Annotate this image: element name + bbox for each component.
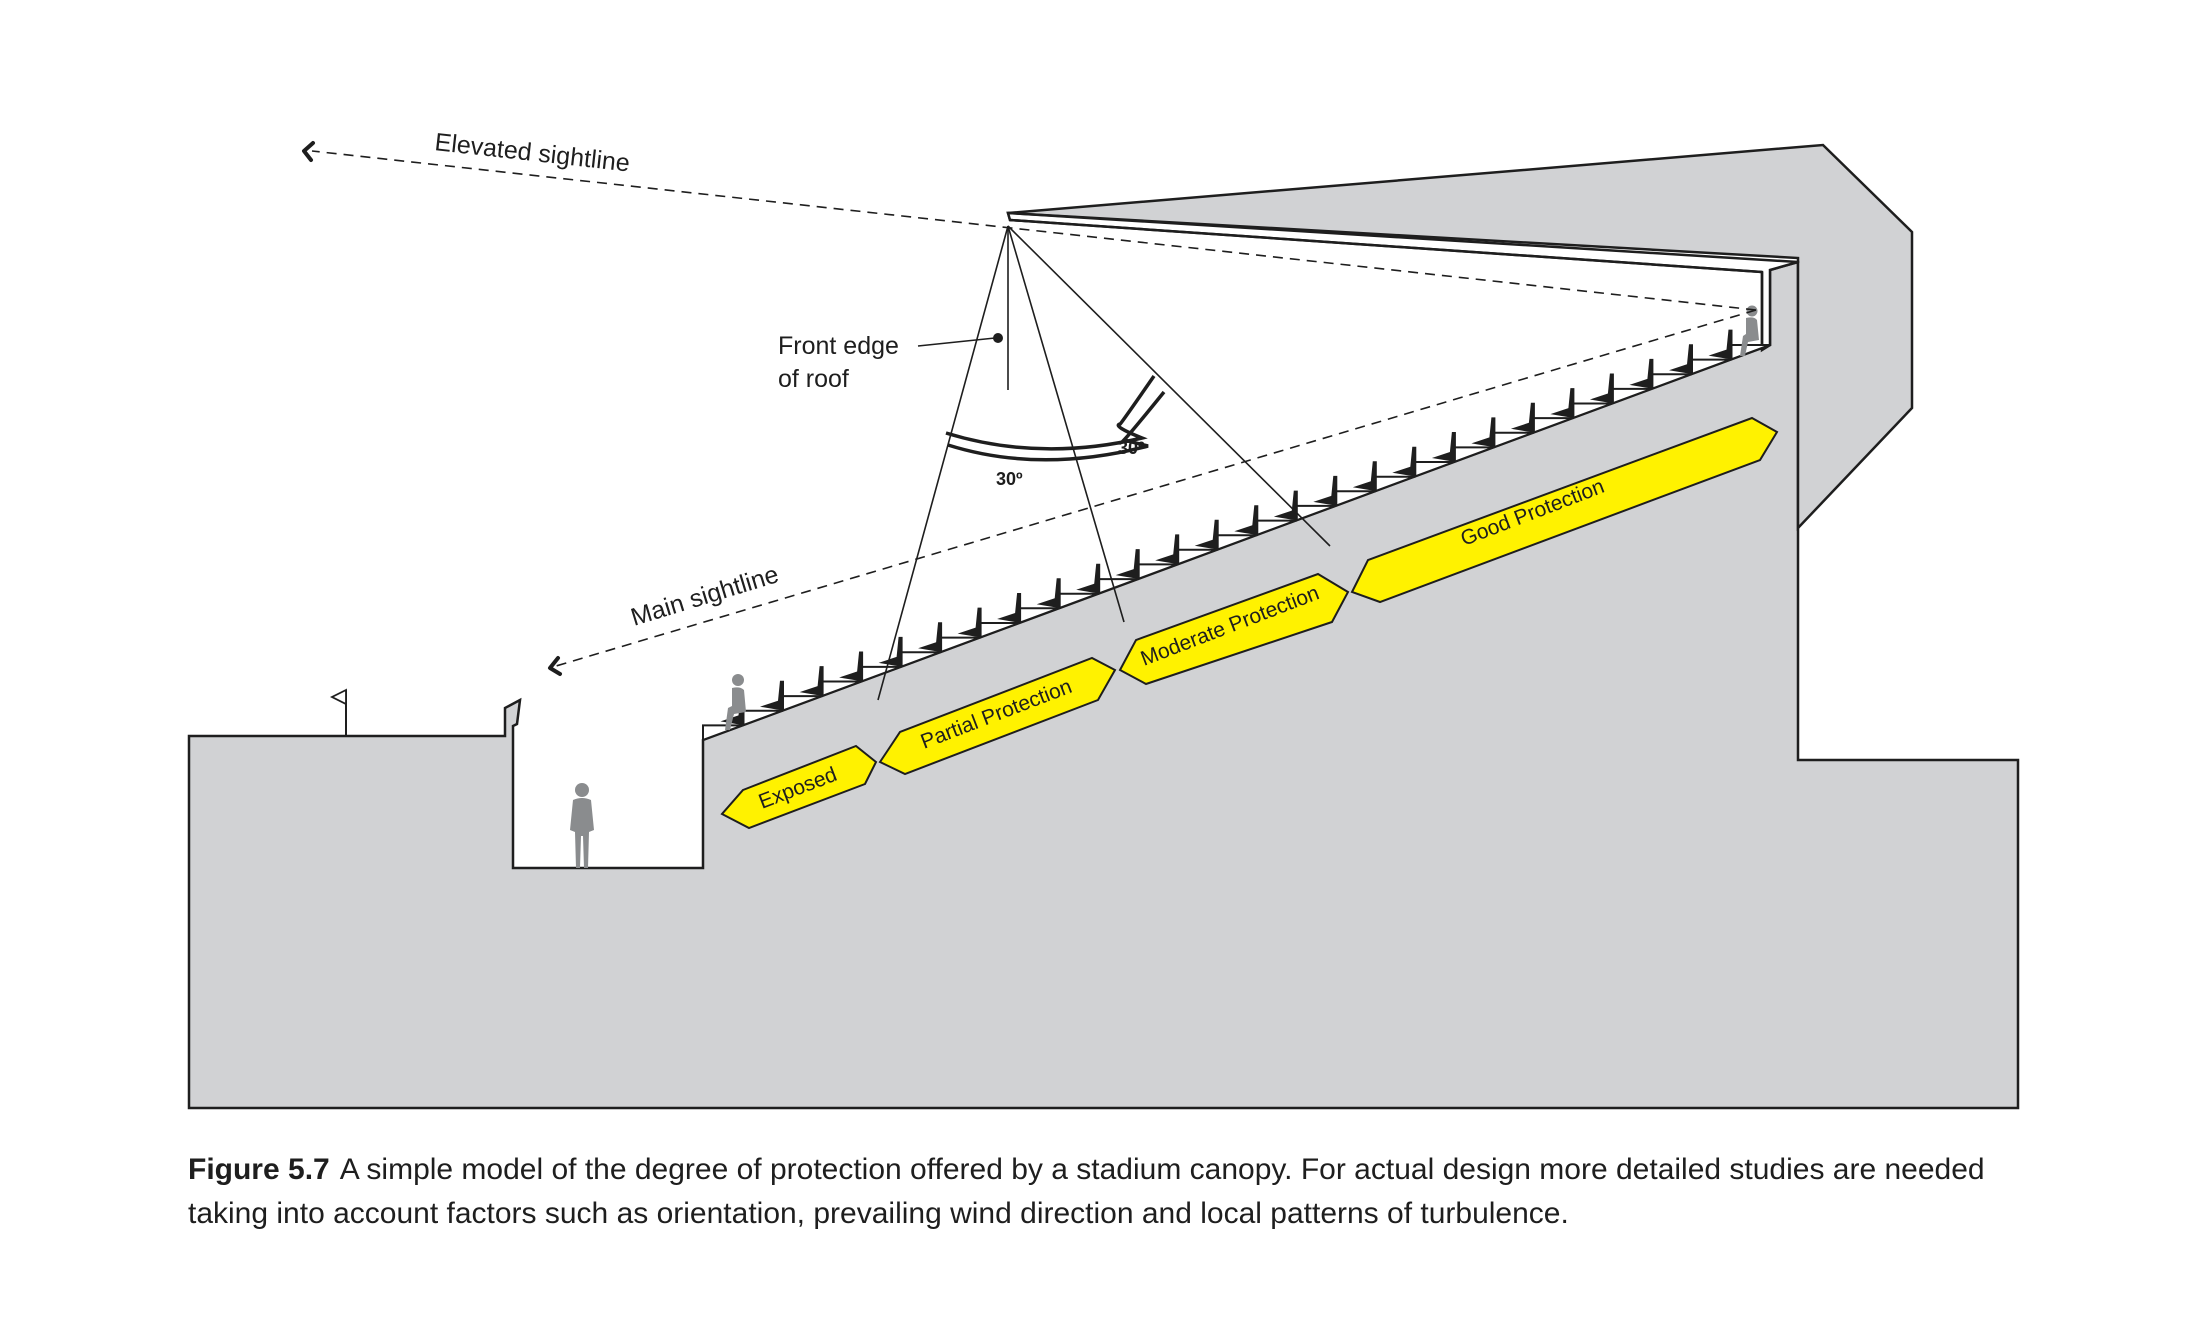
seat-icon bbox=[1115, 549, 1140, 580]
protection-rays bbox=[877, 225, 1331, 701]
main-sightline bbox=[555, 309, 1757, 667]
front-edge-label-line1: Front edge bbox=[778, 332, 899, 360]
seat-icon bbox=[799, 666, 824, 697]
caption-text: A simple model of the degree of protecti… bbox=[188, 1153, 1985, 1230]
seat-icon bbox=[1076, 563, 1101, 594]
seat-icon bbox=[1669, 344, 1693, 375]
seat-icon bbox=[1155, 534, 1180, 565]
seat-icon bbox=[1708, 329, 1733, 360]
protection-zones bbox=[720, 416, 1779, 830]
zone-good-protection bbox=[1350, 416, 1779, 604]
front-edge-label-line2: of roof bbox=[778, 365, 849, 393]
elevated-sightline-arrow-icon bbox=[302, 141, 315, 162]
seat-icon bbox=[1036, 578, 1061, 609]
seat-icon bbox=[1352, 461, 1377, 492]
standing-person-icon bbox=[570, 783, 594, 868]
seat-icon bbox=[1550, 388, 1575, 419]
seating-tiers bbox=[702, 329, 1771, 742]
angle-arcs bbox=[945, 375, 1166, 462]
seat-icon bbox=[1194, 519, 1219, 550]
seat-icon bbox=[720, 695, 745, 726]
zone-moderate-protection bbox=[1118, 572, 1350, 686]
seat-icon bbox=[1510, 402, 1535, 433]
seated-person-front-icon bbox=[725, 674, 746, 730]
elevated-sightline-label: Elevated sightline bbox=[433, 128, 631, 177]
flag-icon bbox=[329, 688, 347, 736]
seat-icon bbox=[1313, 475, 1338, 506]
main-sightline-arrow-icon bbox=[548, 656, 562, 676]
seat-icon bbox=[1471, 417, 1496, 448]
seat-icon bbox=[878, 636, 903, 667]
seat-icon bbox=[1431, 432, 1456, 462]
figure-number: Figure 5.7 bbox=[188, 1153, 330, 1186]
seat-icon bbox=[918, 622, 943, 653]
zone-partial-protection bbox=[878, 656, 1117, 776]
seat-icon bbox=[1392, 446, 1417, 477]
sightlines bbox=[311, 150, 1757, 667]
main-sightline-label: Main sightline bbox=[628, 560, 782, 631]
angle-label-right: 30º bbox=[1118, 438, 1145, 458]
seat-icon bbox=[1273, 490, 1298, 521]
elevated-sightline bbox=[311, 150, 1757, 311]
seat-icon bbox=[760, 680, 784, 711]
seat-icon bbox=[1589, 373, 1614, 404]
seating-steps bbox=[702, 344, 1771, 742]
sightline-arrowheads bbox=[302, 141, 562, 676]
front-edge-callout bbox=[917, 333, 1003, 347]
seat-icon bbox=[839, 651, 864, 682]
seat-icon bbox=[1629, 358, 1654, 389]
seat-icon bbox=[1234, 505, 1259, 536]
seat-icon bbox=[957, 607, 982, 638]
zone-exposed bbox=[720, 744, 878, 830]
seat-icon bbox=[997, 593, 1022, 623]
angle-label-left: 30º bbox=[996, 469, 1023, 489]
